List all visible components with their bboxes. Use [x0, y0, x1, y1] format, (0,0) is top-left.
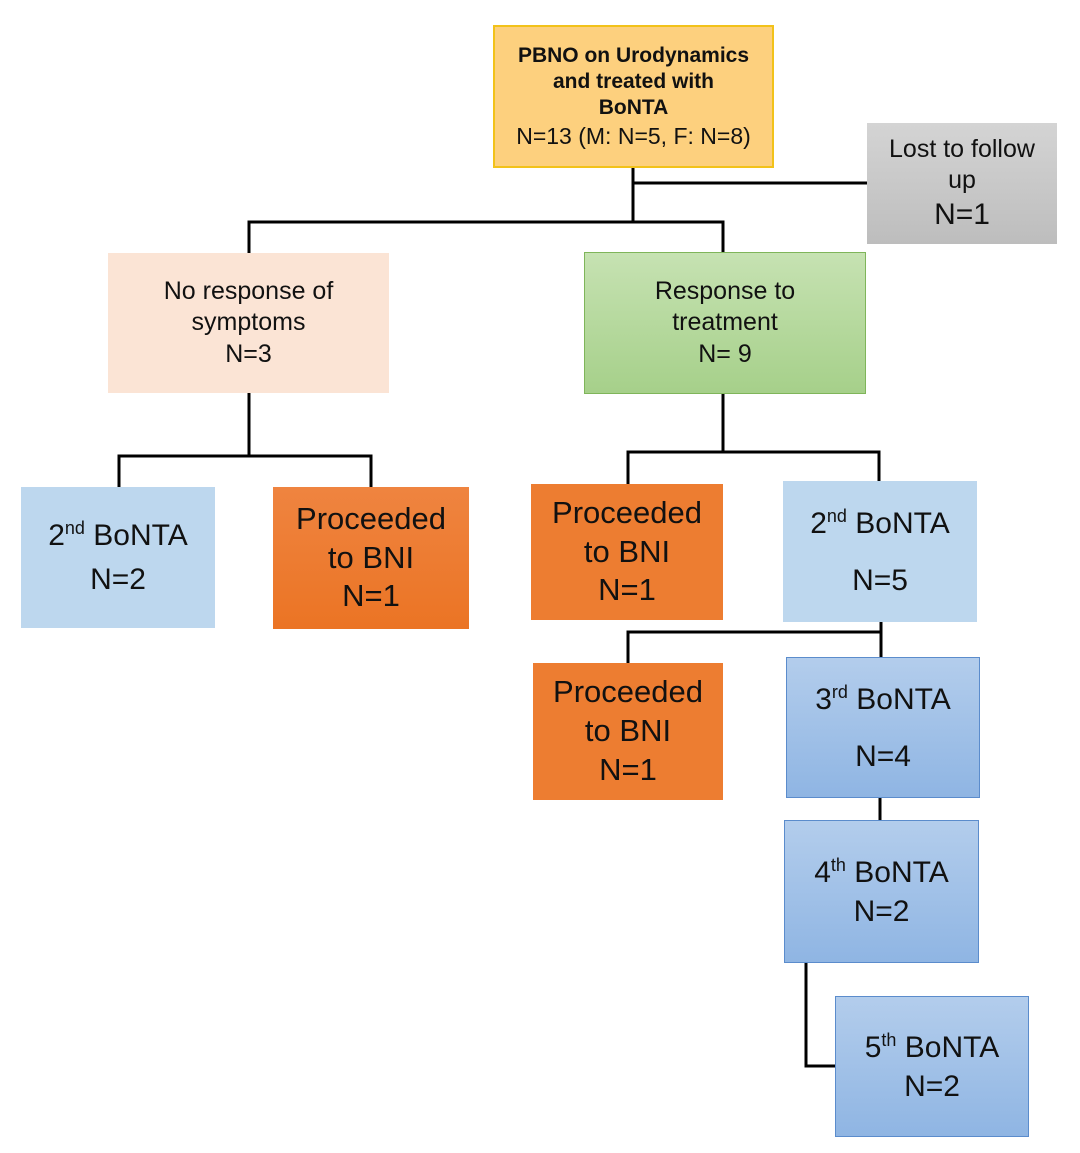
label: BoNTA [855, 506, 950, 540]
right-second-bonta-label: 2nd BoNTA [810, 495, 950, 552]
fifth-bonta-count: N=2 [904, 1069, 960, 1103]
left-bni-line1: Proceeded [296, 500, 446, 536]
left-bni-count: N=1 [342, 578, 400, 614]
root-count: N=13 (M: N=5, F: N=8) [516, 122, 751, 149]
lost-line1: Lost to follow [889, 134, 1035, 163]
lower-bni-count: N=1 [599, 751, 657, 787]
connector-second-split [626, 630, 883, 663]
ordinal-suffix: nd [64, 518, 85, 538]
connector-noresponse-split [117, 454, 373, 487]
connector-fourth-to-fifth [804, 962, 835, 1068]
root-line1: PBNO on Urodynamics [517, 43, 750, 67]
label: BoNTA [854, 855, 949, 889]
ordinal: 2 [810, 506, 827, 540]
left-bni-line2: to BNI [327, 539, 415, 575]
lost-line2: up [948, 165, 976, 194]
connector-root-split [247, 220, 725, 253]
mid-bni-count: N=1 [598, 572, 656, 608]
mid-bni-node: Proceeded to BNI N=1 [531, 484, 723, 620]
left-second-bonta-count: N=2 [90, 562, 146, 596]
lower-bni-node: Proceeded to BNI N=1 [533, 663, 723, 800]
fifth-bonta-node: 5th BoNTA N=2 [835, 996, 1029, 1137]
lower-bni-line2: to BNI [584, 713, 672, 749]
label: BoNTA [856, 682, 951, 716]
no-response-node: No response of symptoms N=3 [108, 253, 389, 393]
lower-bni-line1: Proceeded [553, 674, 703, 710]
root-node: PBNO on Urodynamics and treated with BoN… [493, 25, 774, 168]
left-bni-node: Proceeded to BNI N=1 [273, 487, 469, 629]
no-response-line2: symptoms [191, 308, 306, 337]
response-count: N= 9 [698, 339, 752, 368]
left-second-bonta-label: 2nd BoNTA [48, 514, 188, 558]
ordinal-suffix: th [881, 1029, 897, 1050]
ordinal-suffix: nd [826, 505, 847, 526]
no-response-line1: No response of [163, 277, 334, 306]
response-line2: treatment [672, 308, 778, 337]
label: BoNTA [93, 519, 188, 552]
third-bonta-count: N=4 [855, 739, 911, 773]
right-second-bonta-node: 2nd BoNTA N=5 [783, 481, 977, 622]
fourth-bonta-node: 4th BoNTA N=2 [784, 820, 979, 963]
lost-count: N=1 [934, 198, 990, 231]
ordinal: 5 [864, 1030, 882, 1064]
mid-bni-line2: to BNI [583, 533, 671, 569]
root-line2: and treated with [552, 70, 715, 93]
ordinal: 3 [815, 682, 832, 716]
ordinal: 4 [814, 855, 831, 889]
response-node: Response to treatment N= 9 [584, 252, 866, 394]
right-second-bonta-count: N=5 [852, 563, 908, 597]
connector-response-split [626, 450, 881, 484]
third-bonta-node: 3rd BoNTA N=4 [786, 657, 980, 798]
ordinal: 2 [48, 519, 65, 552]
no-response-count: N=3 [225, 339, 272, 368]
fourth-bonta-count: N=2 [853, 894, 910, 928]
third-bonta-label: 3rd BoNTA [815, 671, 951, 728]
lost-node: Lost to follow up N=1 [867, 123, 1057, 244]
ordinal-suffix: rd [831, 681, 848, 702]
left-second-bonta-node: 2nd BoNTA N=2 [21, 487, 215, 628]
fifth-bonta-label: 5th BoNTA [865, 1028, 1000, 1067]
mid-bni-line1: Proceeded [552, 494, 702, 530]
response-line1: Response to [654, 277, 796, 306]
ordinal-suffix: th [830, 854, 846, 875]
root-line3: BoNTA [598, 96, 669, 120]
label: BoNTA [904, 1030, 1000, 1064]
fourth-bonta-label: 4th BoNTA [814, 853, 949, 892]
